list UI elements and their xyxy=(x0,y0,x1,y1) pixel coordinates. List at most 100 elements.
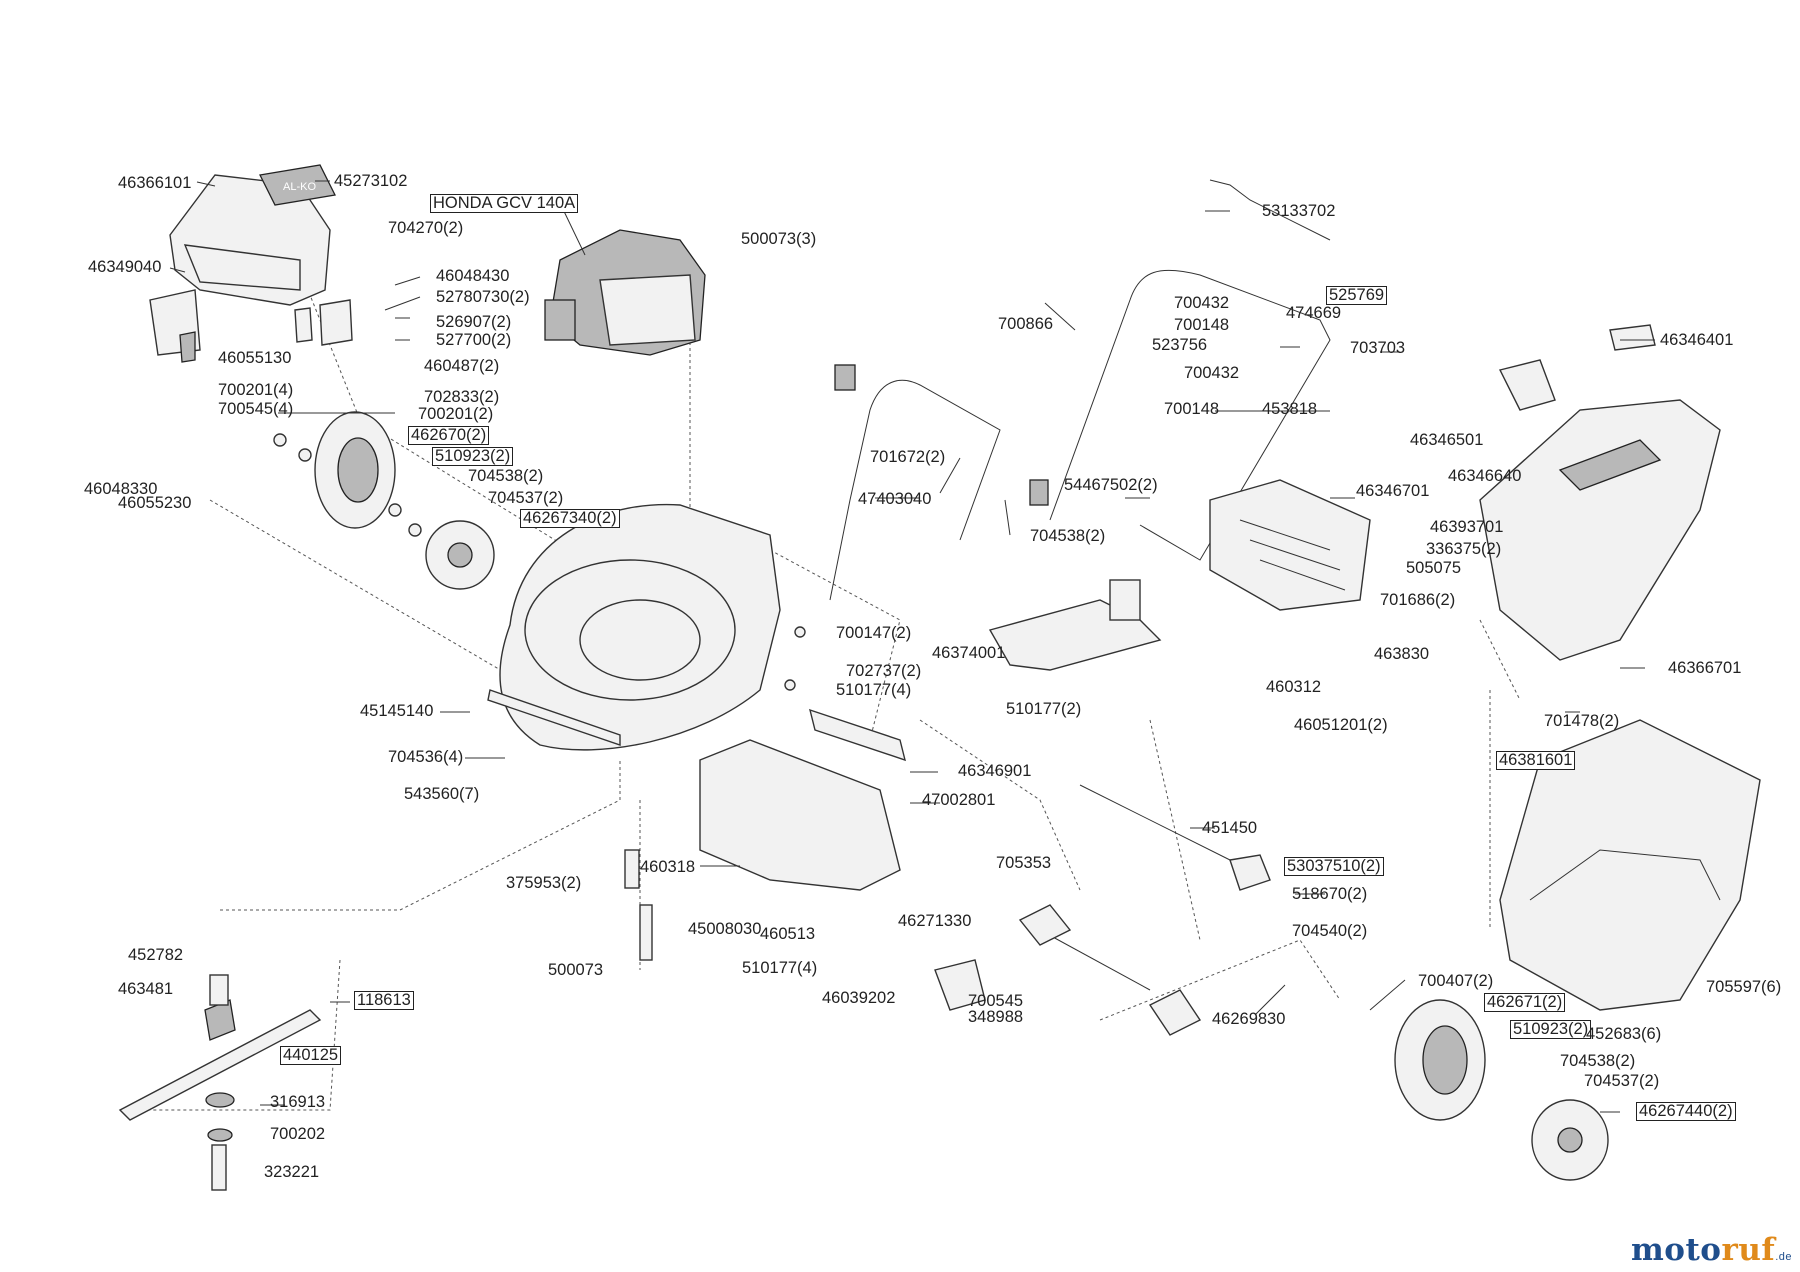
part-label-46039202: 46039202 xyxy=(822,989,896,1007)
part-label-46267440: 46267440(2) xyxy=(1636,1102,1736,1121)
part-label-523756: 523756 xyxy=(1152,336,1208,354)
part-label-460318: 460318 xyxy=(640,858,696,876)
part-label-453818: 453818 xyxy=(1262,400,1318,418)
blade-assembly xyxy=(118,849,653,1191)
part-label-543560: 543560(7) xyxy=(404,785,480,803)
part-label-45273102: 45273102 xyxy=(334,172,408,190)
part-label-700407: 700407(2) xyxy=(1418,972,1494,990)
part-label-462670: 462670(2) xyxy=(408,426,490,445)
part-label-701686: 701686(2) xyxy=(1380,591,1456,609)
part-label-460312: 460312 xyxy=(1266,678,1322,696)
mower-deck xyxy=(487,503,806,751)
rear-wheel-left xyxy=(273,411,495,590)
part-label-46269830: 46269830 xyxy=(1212,1010,1286,1028)
part-label-704270: 704270(2) xyxy=(388,219,464,237)
part-label-46346401: 46346401 xyxy=(1660,331,1734,349)
part-label-375953: 375953(2) xyxy=(506,874,582,892)
part-label-704538-left: 704538(2) xyxy=(468,467,544,485)
part-label-46346640: 46346640 xyxy=(1448,467,1522,485)
part-label-323221: 323221 xyxy=(264,1163,320,1181)
part-label-46393701: 46393701 xyxy=(1430,518,1504,536)
part-label-703703: 703703 xyxy=(1350,339,1406,357)
part-label-700545: 700545 xyxy=(968,992,1024,1010)
part-label-700202: 700202 xyxy=(270,1125,326,1143)
part-label-702833: 702833(2) xyxy=(424,388,500,406)
part-label-118613: 118613 xyxy=(354,991,414,1010)
part-label-705353: 705353 xyxy=(996,854,1052,872)
part-label-510177-2: 510177(2) xyxy=(1006,700,1082,718)
part-label-505075: 505075 xyxy=(1406,559,1462,577)
part-label-46374001: 46374001 xyxy=(932,644,1006,662)
part-label-474669: 474669 xyxy=(1286,304,1342,322)
part-label-704540: 704540(2) xyxy=(1292,922,1368,940)
deck-logo-text: AL-KO xyxy=(283,181,316,193)
part-label-46349040: 46349040 xyxy=(88,258,162,276)
part-label-704536: 704536(4) xyxy=(388,748,464,766)
part-label-46346501: 46346501 xyxy=(1410,431,1484,449)
part-label-316913: 316913 xyxy=(270,1093,326,1111)
part-label-52780730: 52780730(2) xyxy=(436,288,530,306)
part-label-704538-right: 704538(2) xyxy=(1560,1052,1636,1070)
upper-handle xyxy=(1049,179,1331,561)
part-label-700432-top: 700432 xyxy=(1174,294,1230,312)
part-label-510177-4-top: 510177(4) xyxy=(836,681,912,699)
part-label-460513: 460513 xyxy=(760,925,816,943)
part-label-53037510: 53037510(2) xyxy=(1284,857,1384,876)
part-label-45008030: 45008030 xyxy=(688,920,762,938)
part-label-518670: 518670(2) xyxy=(1292,885,1368,903)
part-label-452683: 452683(6) xyxy=(1586,1025,1662,1043)
part-label-46346901: 46346901 xyxy=(958,762,1032,780)
part-label-700432-bottom: 700432 xyxy=(1184,364,1240,382)
part-label-46271330: 46271330 xyxy=(898,912,972,930)
front-axle xyxy=(934,784,1271,1036)
part-label-701478: 701478(2) xyxy=(1544,712,1620,730)
part-label-525769: 525769 xyxy=(1326,286,1388,305)
rear-wheel-right xyxy=(1394,999,1609,1181)
part-label-54467502: 54467502(2) xyxy=(1064,476,1158,494)
part-label-46055130: 46055130 xyxy=(218,349,292,367)
part-label-526907: 526907(2) xyxy=(436,313,512,331)
part-label-700866: 700866 xyxy=(998,315,1054,333)
part-label-53133702: 53133702 xyxy=(1262,202,1336,220)
part-label-702737: 702737(2) xyxy=(846,662,922,680)
part-label-704537-left: 704537(2) xyxy=(488,489,564,507)
part-label-47403040: 47403040 xyxy=(858,490,932,508)
part-label-46048330: 46048330 xyxy=(84,480,158,498)
part-label-700201-4: 700201(4) xyxy=(218,381,294,399)
part-label-500073-3: 500073(3) xyxy=(741,230,817,248)
part-label-510177-4-bottom: 510177(4) xyxy=(742,959,818,977)
leader-lines xyxy=(169,180,1655,1113)
part-label-45145140: 45145140 xyxy=(360,702,434,720)
part-label-705597: 705597(6) xyxy=(1706,978,1782,996)
part-label-440125: 440125 xyxy=(280,1046,342,1065)
part-label-462671: 462671(2) xyxy=(1484,993,1566,1012)
part-label-46381601: 46381601 xyxy=(1496,751,1576,770)
part-label-510923-right: 510923(2) xyxy=(1510,1020,1592,1039)
part-label-510923-left: 510923(2) xyxy=(432,447,514,466)
part-label-452782: 452782 xyxy=(128,946,184,964)
part-label-336375: 336375(2) xyxy=(1426,540,1502,558)
part-label-46055230: 46055230 xyxy=(118,494,192,512)
engine-block xyxy=(544,229,706,356)
engine-model-label: HONDA GCV 140A xyxy=(430,194,579,213)
grass-bag xyxy=(1499,719,1761,1011)
part-label-700545-4: 700545(4) xyxy=(218,400,294,418)
part-label-46366101: 46366101 xyxy=(118,174,192,192)
part-label-463830: 463830 xyxy=(1374,645,1430,663)
part-label-700148-bottom: 700148 xyxy=(1164,400,1220,418)
part-label-527700: 527700(2) xyxy=(436,331,512,349)
part-label-500073: 500073 xyxy=(548,961,604,979)
grass-deflector xyxy=(988,579,1162,671)
part-label-463481: 463481 xyxy=(118,980,174,998)
site-watermark-logo: motoruf.de xyxy=(1631,1232,1792,1268)
part-label-700148-top: 700148 xyxy=(1174,316,1230,334)
part-label-451450: 451450 xyxy=(1202,819,1258,837)
part-label-460487: 460487(2) xyxy=(424,357,500,375)
part-label-46048430: 46048430 xyxy=(436,267,510,285)
part-label-46366701: 46366701 xyxy=(1668,659,1742,677)
lower-handle xyxy=(829,364,1049,601)
part-label-704538-handle: 704538(2) xyxy=(1030,527,1106,545)
discharge-chute xyxy=(699,708,906,891)
